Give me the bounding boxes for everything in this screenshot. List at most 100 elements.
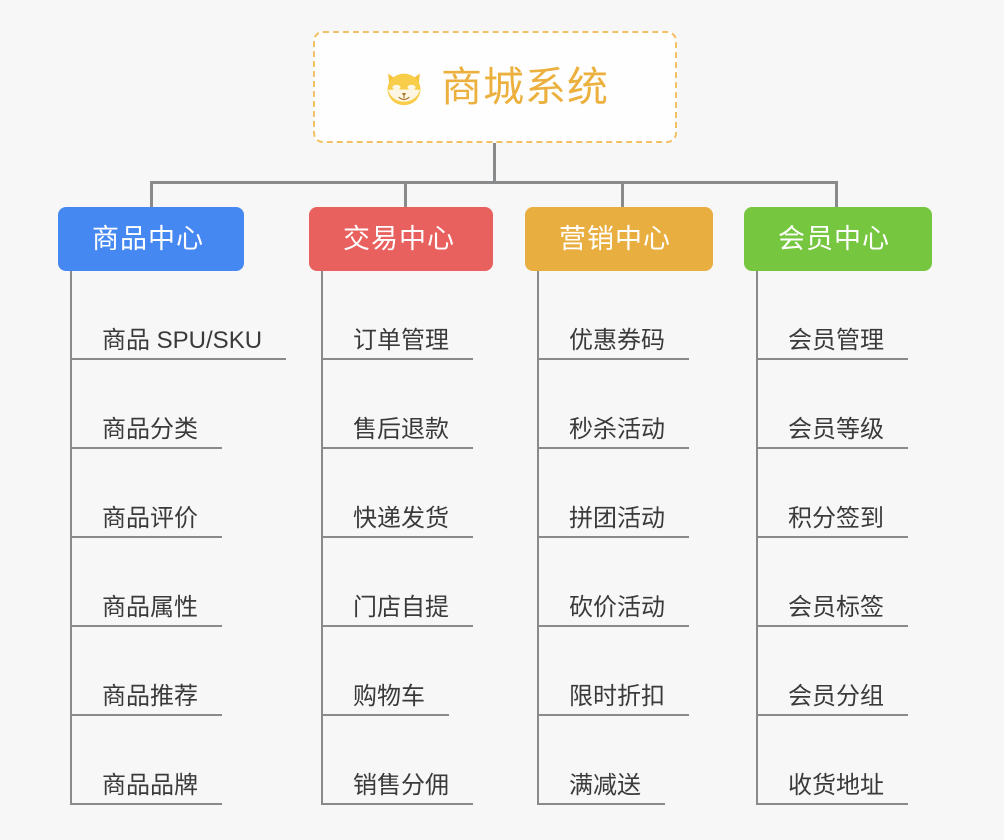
leaf-underline xyxy=(321,803,473,805)
leaf-inner: 限时折扣 xyxy=(537,684,689,716)
connector-bus xyxy=(150,181,838,184)
leaf-trunk-line xyxy=(537,271,539,805)
leaf-underline xyxy=(537,358,689,360)
leaf-underline xyxy=(70,536,222,538)
category-box-1[interactable]: 商品中心 xyxy=(58,207,244,271)
category-box-3[interactable]: 营销中心 xyxy=(525,207,713,271)
leaf-underline xyxy=(70,447,222,449)
leaf-label: 秒杀活动 xyxy=(569,415,665,443)
leaf-item[interactable]: 积分签到 xyxy=(756,449,932,538)
leaf-trunk-line xyxy=(756,271,758,805)
leaf-item[interactable]: 满减送 xyxy=(537,716,713,805)
leaf-list: 商品 SPU/SKU 商品分类商品评价商品属性商品推荐商品品牌 xyxy=(70,271,287,805)
leaf-item[interactable]: 购物车 xyxy=(321,627,493,716)
leaf-item[interactable]: 快递发货 xyxy=(321,449,493,538)
leaf-underline xyxy=(756,447,908,449)
leaf-underline xyxy=(321,358,473,360)
leaf-inner: 售后退款 xyxy=(321,417,473,449)
leaf-inner: 订单管理 xyxy=(321,328,473,360)
leaf-label: 会员标签 xyxy=(788,593,884,621)
leaf-item[interactable]: 商品推荐 xyxy=(70,627,286,716)
leaf-underline xyxy=(537,803,665,805)
leaf-item[interactable]: 会员等级 xyxy=(756,360,932,449)
leaf-inner: 商品属性 xyxy=(70,595,222,627)
leaf-underline xyxy=(321,625,473,627)
leaf-label: 售后退款 xyxy=(353,415,449,443)
leaf-inner: 收货地址 xyxy=(756,773,908,805)
leaf-list: 会员管理会员等级积分签到会员标签会员分组收货地址 xyxy=(756,271,932,805)
leaf-label: 商品 SPU/SKU xyxy=(102,326,263,354)
leaf-item[interactable]: 订单管理 xyxy=(321,271,493,360)
leaf-item[interactable]: 秒杀活动 xyxy=(537,360,713,449)
leaf-label: 订单管理 xyxy=(353,326,449,354)
leaf-underline xyxy=(70,803,222,805)
leaf-label: 购物车 xyxy=(353,682,425,710)
leaf-label: 商品品牌 xyxy=(102,771,198,799)
leaf-item[interactable]: 商品品牌 xyxy=(70,716,286,805)
leaf-item[interactable]: 售后退款 xyxy=(321,360,493,449)
leaf-label: 收货地址 xyxy=(788,771,884,799)
connector-stem xyxy=(493,143,496,183)
leaf-list: 优惠券码秒杀活动拼团活动砍价活动限时折扣满减送 xyxy=(537,271,713,805)
leaf-inner: 门店自提 xyxy=(321,595,473,627)
leaf-underline xyxy=(321,714,449,716)
root-node[interactable]: 商城系统 xyxy=(313,31,677,143)
leaf-label: 商品属性 xyxy=(102,593,198,621)
leaf-underline xyxy=(70,625,222,627)
leaf-item[interactable]: 会员分组 xyxy=(756,627,932,716)
root-title: 商城系统 xyxy=(441,63,609,110)
leaf-inner: 快递发货 xyxy=(321,506,473,538)
leaf-underline xyxy=(70,714,222,716)
connector-drop-2 xyxy=(404,181,407,207)
leaf-item[interactable]: 门店自提 xyxy=(321,538,493,627)
leaf-inner: 会员等级 xyxy=(756,417,908,449)
leaf-underline xyxy=(537,447,689,449)
leaf-inner: 商品品牌 xyxy=(70,773,222,805)
leaf-item[interactable]: 拼团活动 xyxy=(537,449,713,538)
category-label: 营销中心 xyxy=(559,223,671,254)
leaf-inner: 秒杀活动 xyxy=(537,417,689,449)
leaf-item[interactable]: 砍价活动 xyxy=(537,538,713,627)
leaf-inner: 优惠券码 xyxy=(537,328,689,360)
leaf-item[interactable]: 会员标签 xyxy=(756,538,932,627)
category-label: 商品中心 xyxy=(92,223,204,254)
leaf-underline xyxy=(321,447,473,449)
leaf-item[interactable]: 商品 SPU/SKU xyxy=(70,271,287,360)
leaf-item[interactable]: 销售分佣 xyxy=(321,716,493,805)
leaf-label: 优惠券码 xyxy=(569,326,665,354)
category-column: 会员中心会员管理会员等级积分签到会员标签会员分组收货地址 xyxy=(744,207,932,805)
leaf-item[interactable]: 限时折扣 xyxy=(537,627,713,716)
leaf-label: 满减送 xyxy=(569,771,641,799)
category-box-4[interactable]: 会员中心 xyxy=(744,207,932,271)
leaf-underline xyxy=(756,803,908,805)
leaf-inner: 商品分类 xyxy=(70,417,222,449)
leaf-inner: 购物车 xyxy=(321,684,449,716)
leaf-inner: 满减送 xyxy=(537,773,665,805)
leaf-trunk-line xyxy=(321,271,323,805)
leaf-label: 会员分组 xyxy=(788,682,884,710)
leaf-item[interactable]: 收货地址 xyxy=(756,716,932,805)
leaf-inner: 会员管理 xyxy=(756,328,908,360)
leaf-underline xyxy=(756,358,908,360)
category-label: 交易中心 xyxy=(343,223,455,254)
leaf-trunk-line xyxy=(70,271,72,805)
leaf-label: 砍价活动 xyxy=(569,593,665,621)
leaf-underline xyxy=(537,536,689,538)
leaf-label: 会员管理 xyxy=(788,326,884,354)
category-box-2[interactable]: 交易中心 xyxy=(309,207,493,271)
leaf-item[interactable]: 商品属性 xyxy=(70,538,286,627)
connector-drop-4 xyxy=(835,181,838,207)
leaf-inner: 商品评价 xyxy=(70,506,222,538)
leaf-underline xyxy=(756,714,908,716)
leaf-item[interactable]: 优惠券码 xyxy=(537,271,713,360)
leaf-item[interactable]: 商品分类 xyxy=(70,360,286,449)
leaf-underline xyxy=(537,714,689,716)
leaf-item[interactable]: 商品评价 xyxy=(70,449,286,538)
category-column: 营销中心优惠券码秒杀活动拼团活动砍价活动限时折扣满减送 xyxy=(525,207,713,805)
leaf-label: 门店自提 xyxy=(353,593,449,621)
leaf-label: 会员等级 xyxy=(788,415,884,443)
leaf-item[interactable]: 会员管理 xyxy=(756,271,932,360)
leaf-label: 商品推荐 xyxy=(102,682,198,710)
leaf-label: 商品评价 xyxy=(102,504,198,532)
connector-drop-1 xyxy=(150,181,153,207)
